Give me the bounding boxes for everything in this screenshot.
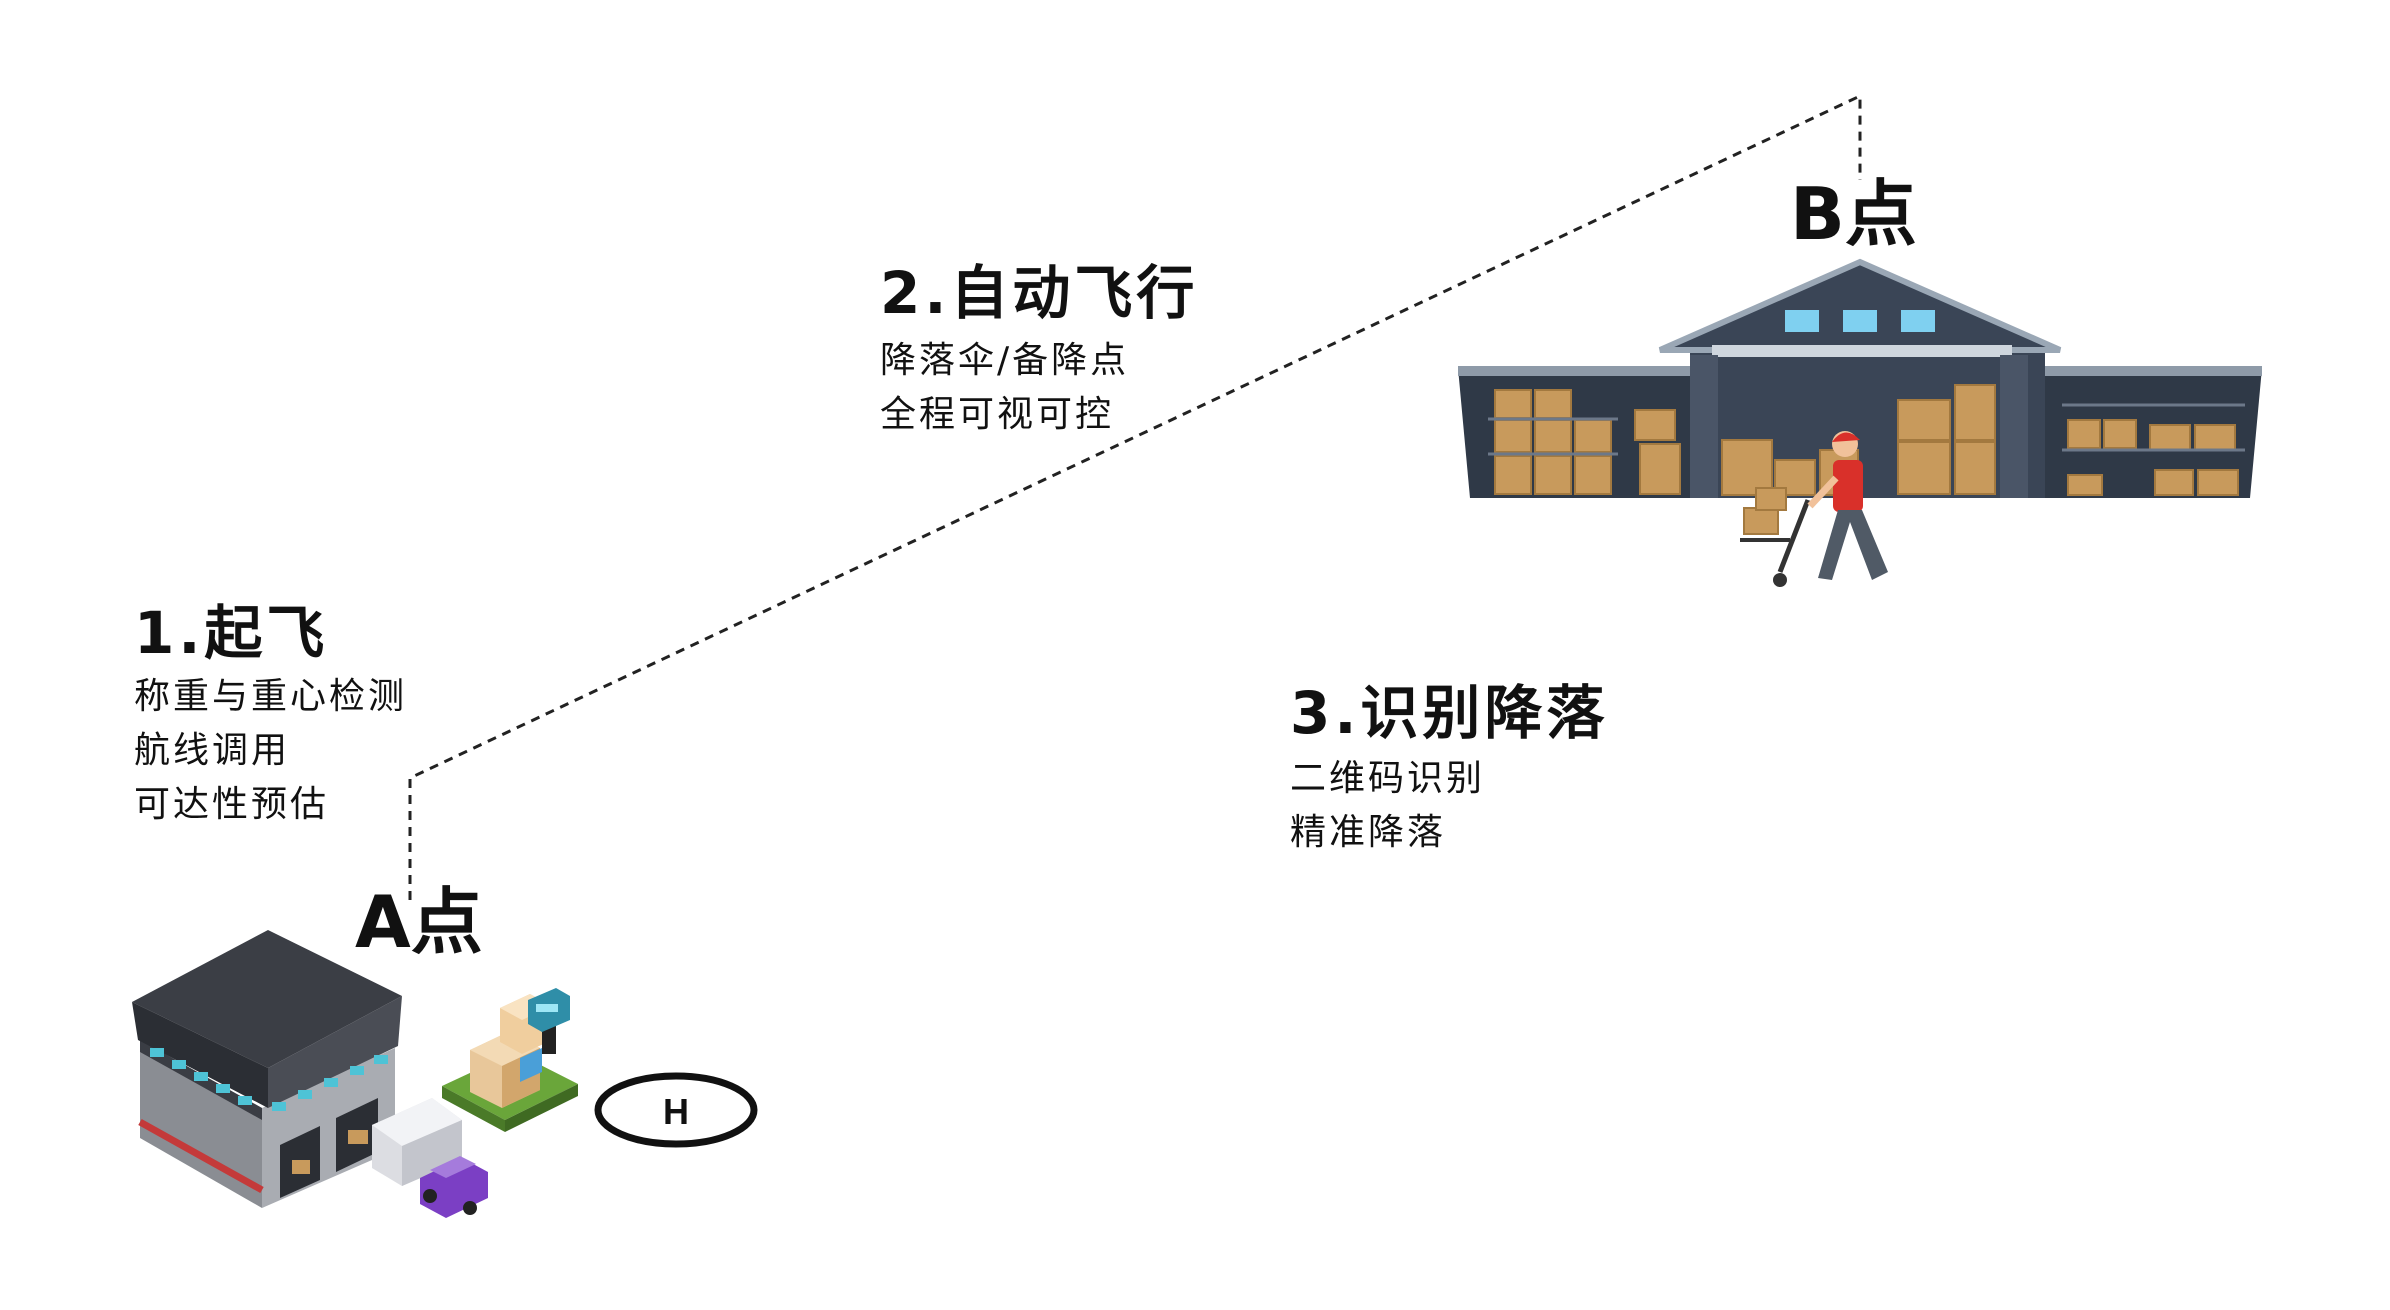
step-detail-line: 全程可视可控	[880, 394, 1115, 435]
scale-with-parcels	[442, 988, 578, 1132]
truck-icon	[372, 1098, 488, 1218]
step-details: 称重与重心检测 航线调用 可达性预估	[134, 670, 407, 832]
step-detail-line: 降落伞/备降点	[880, 340, 1130, 381]
step-detail-line: 二维码识别	[1290, 758, 1486, 799]
point-b-label: B点	[1790, 172, 1917, 256]
route-ascent-segment	[408, 93, 1862, 900]
step-details: 降落伞/备降点 全程可视可控	[880, 334, 1129, 442]
step-title: 2.自动飞行	[880, 259, 1199, 327]
step-details: 二维码识别 精准降落	[1290, 752, 1485, 860]
step-title: 3.识别降落	[1290, 679, 1609, 747]
warehouse-a-illustration: H	[132, 930, 758, 1218]
step-detail-line: 精准降落	[1290, 812, 1447, 853]
point-a-label: A点	[355, 880, 483, 964]
step-detail-line: 称重与重心检测	[134, 676, 408, 717]
flight-route	[408, 93, 1862, 900]
helipad: H	[594, 1072, 758, 1148]
warehouse-b-illustration	[1458, 258, 2262, 587]
step-detail-line: 可达性预估	[134, 784, 330, 825]
worker-with-cart	[1740, 431, 1888, 587]
step-title: 1.起飞	[134, 599, 329, 667]
step-detail-line: 航线调用	[134, 730, 291, 771]
helipad-letter: H	[663, 1091, 689, 1132]
